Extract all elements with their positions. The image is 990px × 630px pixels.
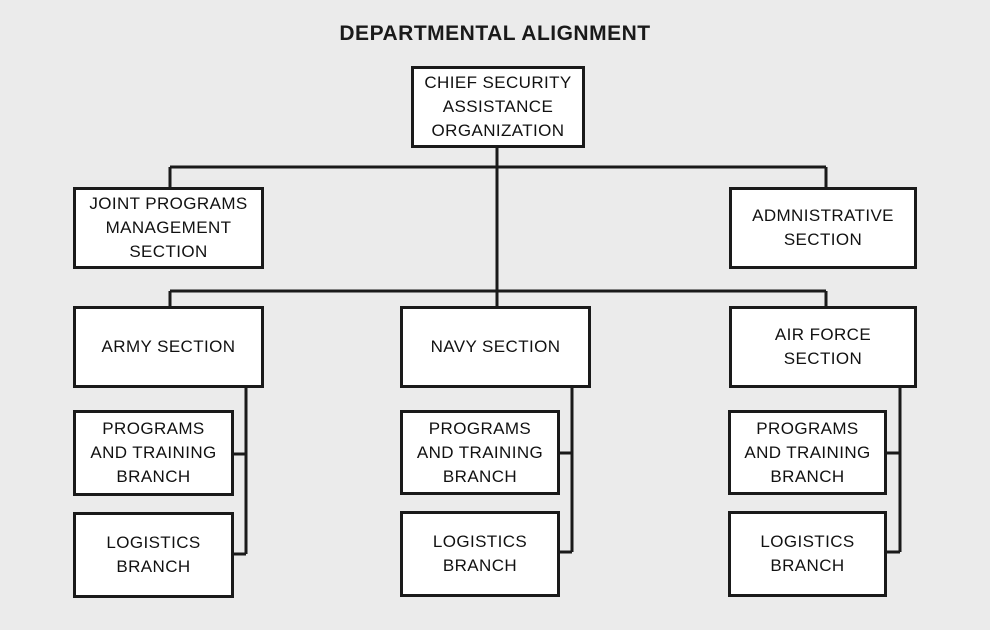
- joint-programs-node: JOINT PROGRAMS MANAGEMENT SECTION: [73, 187, 264, 269]
- airforce-section-node: AIR FORCE SECTION: [729, 306, 917, 388]
- navy-section-node: NAVY SECTION: [400, 306, 591, 388]
- army-programs-node: PROGRAMS AND TRAINING BRANCH: [73, 410, 234, 496]
- airforce-logistics-node: LOGISTICS BRANCH: [728, 511, 887, 597]
- administrative-node: ADMNISTRATIVE SECTION: [729, 187, 917, 269]
- army-logistics-node: LOGISTICS BRANCH: [73, 512, 234, 598]
- navy-programs-node: PROGRAMS AND TRAINING BRANCH: [400, 410, 560, 495]
- navy-logistics-node: LOGISTICS BRANCH: [400, 511, 560, 597]
- chief-node: CHIEF SECURITY ASSISTANCE ORGANIZATION: [411, 66, 585, 148]
- chart-title: DEPARTMENTAL ALIGNMENT: [339, 22, 651, 45]
- army-section-node: ARMY SECTION: [73, 306, 264, 388]
- airforce-programs-node: PROGRAMS AND TRAINING BRANCH: [728, 410, 887, 495]
